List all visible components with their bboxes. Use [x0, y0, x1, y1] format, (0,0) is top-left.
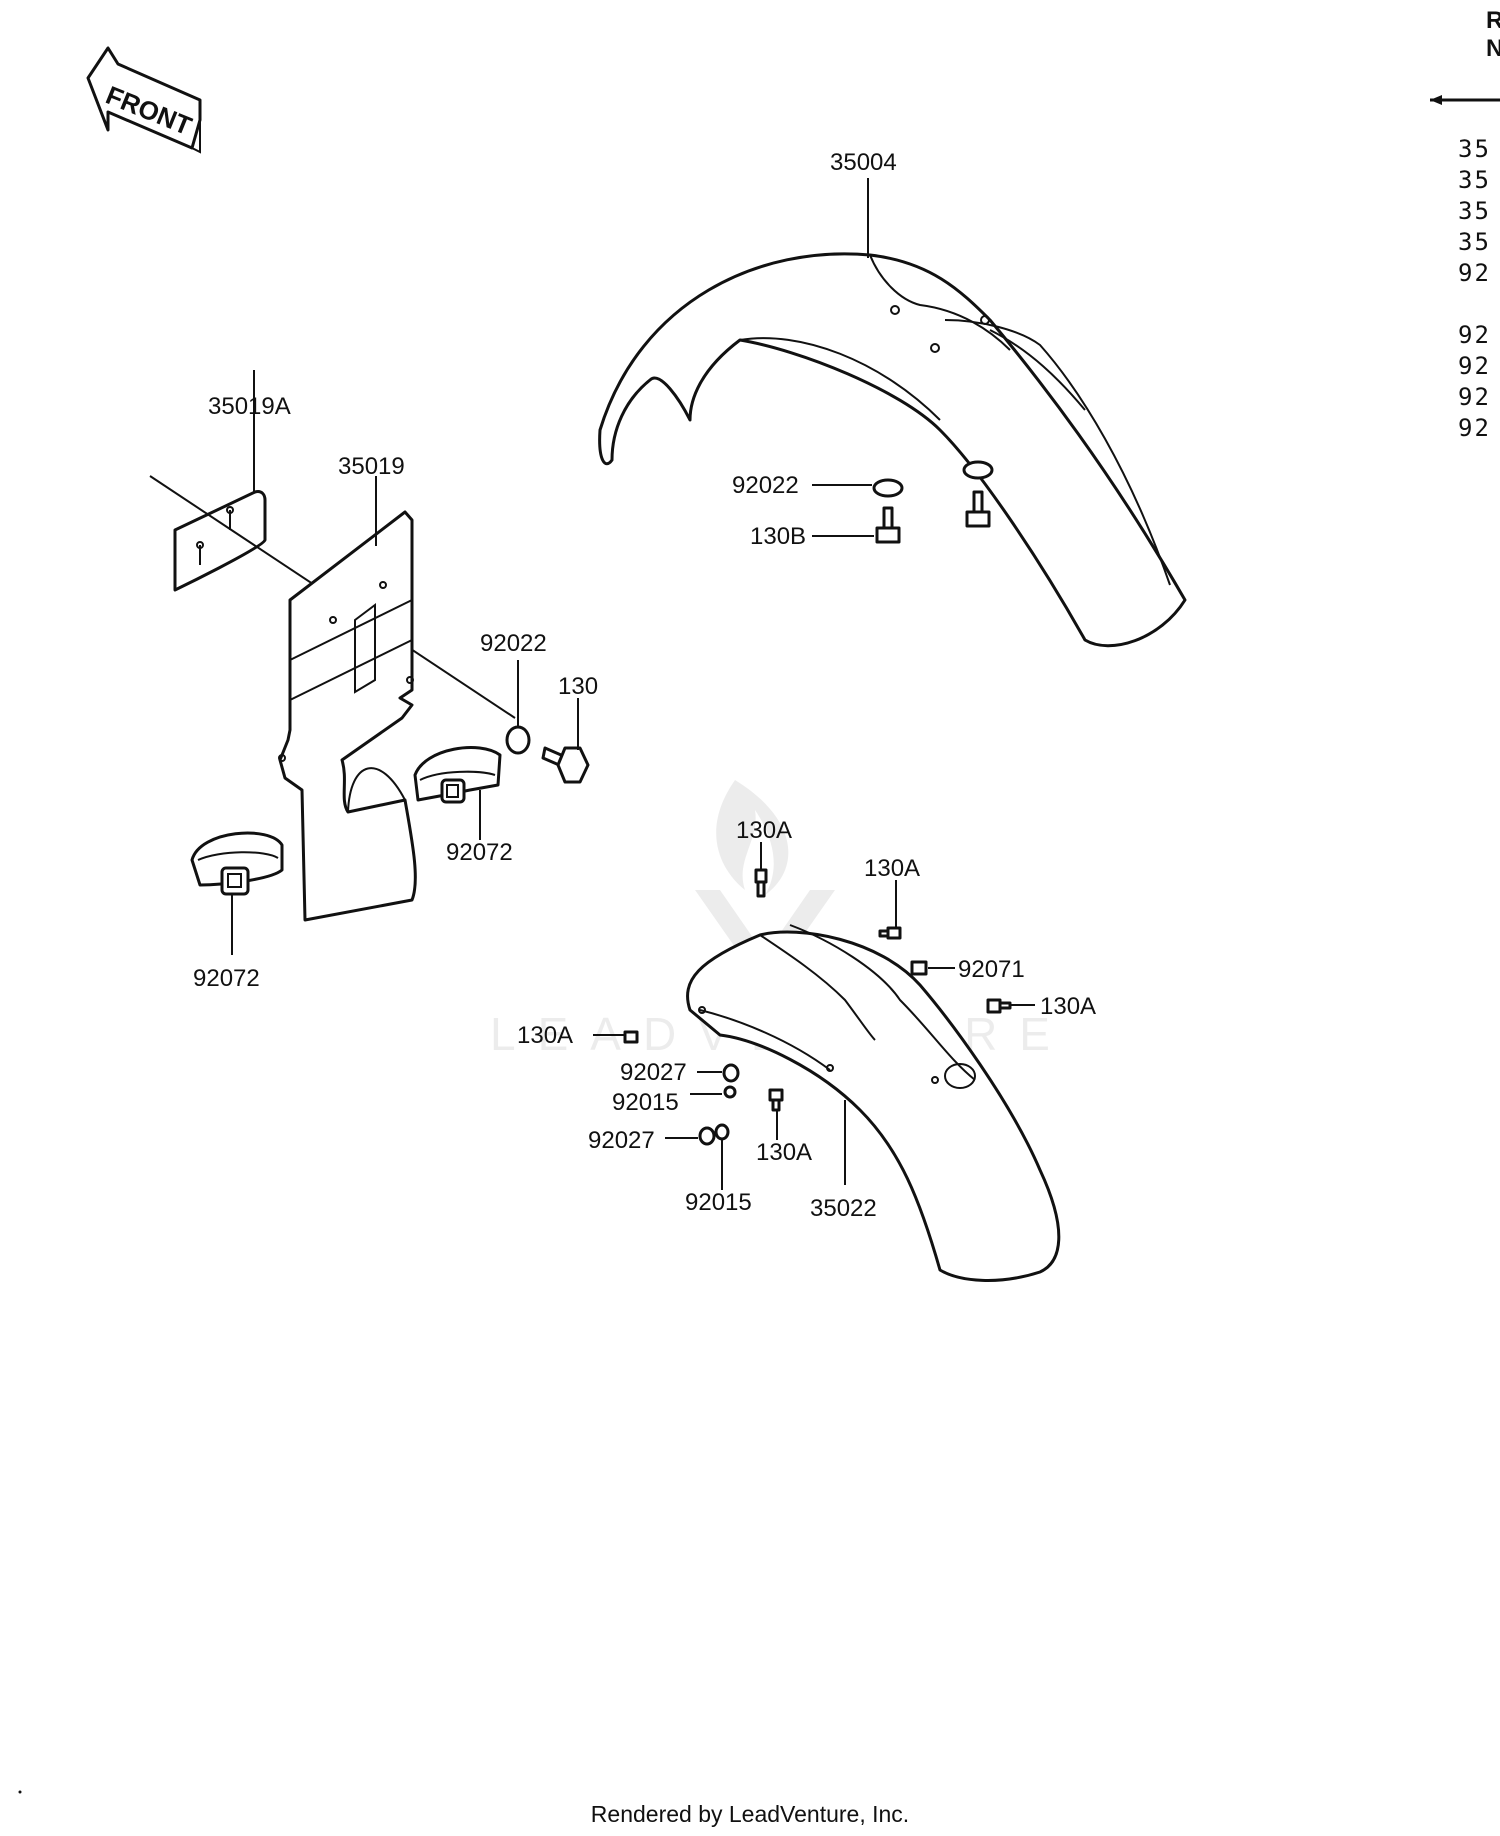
- collar-92027-lower: [698, 1126, 716, 1146]
- callout-130: 130: [558, 673, 598, 700]
- nut-92071: [910, 960, 928, 976]
- grommet-92015-upper: [723, 1085, 737, 1099]
- screw-130a-upper-right: [878, 926, 902, 940]
- clamp-band-92072-mid: [413, 746, 502, 804]
- ref-item: 92: [1458, 259, 1491, 287]
- callout-35019: 35019: [338, 453, 405, 480]
- ref-header-line1: R: [1486, 7, 1500, 34]
- rear-fender-35022: [686, 924, 1061, 1282]
- callout-130a-left: 130A: [517, 1022, 573, 1049]
- reference-list: R N 35 35 35 35 92 92 92 92 92: [1430, 7, 1500, 442]
- callout-130b: 130B: [750, 523, 806, 550]
- callout-130a-lower: 130A: [756, 1139, 812, 1166]
- callout-92027-lower: 92027: [588, 1127, 655, 1154]
- ref-item: 92: [1458, 414, 1491, 442]
- ref-item: 92: [1458, 352, 1491, 380]
- ref-item: 35: [1458, 228, 1491, 256]
- front-fender-35004: [598, 252, 1187, 648]
- callout-35022: 35022: [810, 1195, 877, 1222]
- callout-130a-top: 130A: [736, 817, 792, 844]
- washer-92022-top: [872, 460, 994, 498]
- callout-92072-mid: 92072: [446, 839, 513, 866]
- ref-item: 35: [1458, 197, 1491, 225]
- ref-item: 92: [1458, 321, 1491, 349]
- ref-item: 35: [1458, 135, 1491, 163]
- callout-130a-upper-right: 130A: [864, 855, 920, 882]
- washer-92022-left: [505, 725, 531, 755]
- bolt-130: [541, 746, 590, 784]
- callout-92071: 92071: [958, 956, 1025, 983]
- callout-92015-upper: 92015: [612, 1089, 679, 1116]
- screw-130a-lower: [768, 1088, 784, 1112]
- clamp-band-92072-left: [190, 831, 284, 896]
- stray-dot: [18, 1790, 22, 1794]
- callout-92027-upper: 92027: [620, 1059, 687, 1086]
- mudflap-35019: [278, 510, 417, 922]
- collar-92027-upper: [722, 1063, 740, 1083]
- callout-130a-right: 130A: [1040, 993, 1096, 1020]
- ref-item: 35: [1458, 166, 1491, 194]
- watermark-logo: [695, 780, 835, 990]
- footer-credit: Rendered by LeadVenture, Inc.: [591, 1801, 909, 1827]
- callout-92022-left: 92022: [480, 630, 547, 657]
- callout-92022-top: 92022: [732, 472, 799, 499]
- ref-item: 92: [1458, 383, 1491, 411]
- callout-92015-lower: 92015: [685, 1189, 752, 1216]
- screw-130a-left: [623, 1030, 639, 1044]
- bolt-130b: [875, 490, 991, 544]
- grommet-92015-lower: [714, 1123, 730, 1141]
- front-arrow-icon: FRONT: [86, 46, 202, 154]
- ref-header-line2: N: [1486, 35, 1500, 62]
- screw-130a-top: [754, 868, 768, 898]
- callout-92072-left: 92072: [193, 965, 260, 992]
- callout-35019a: 35019A: [208, 393, 291, 420]
- callout-35004: 35004: [830, 149, 897, 176]
- reflector-plate-35019a: [173, 490, 267, 592]
